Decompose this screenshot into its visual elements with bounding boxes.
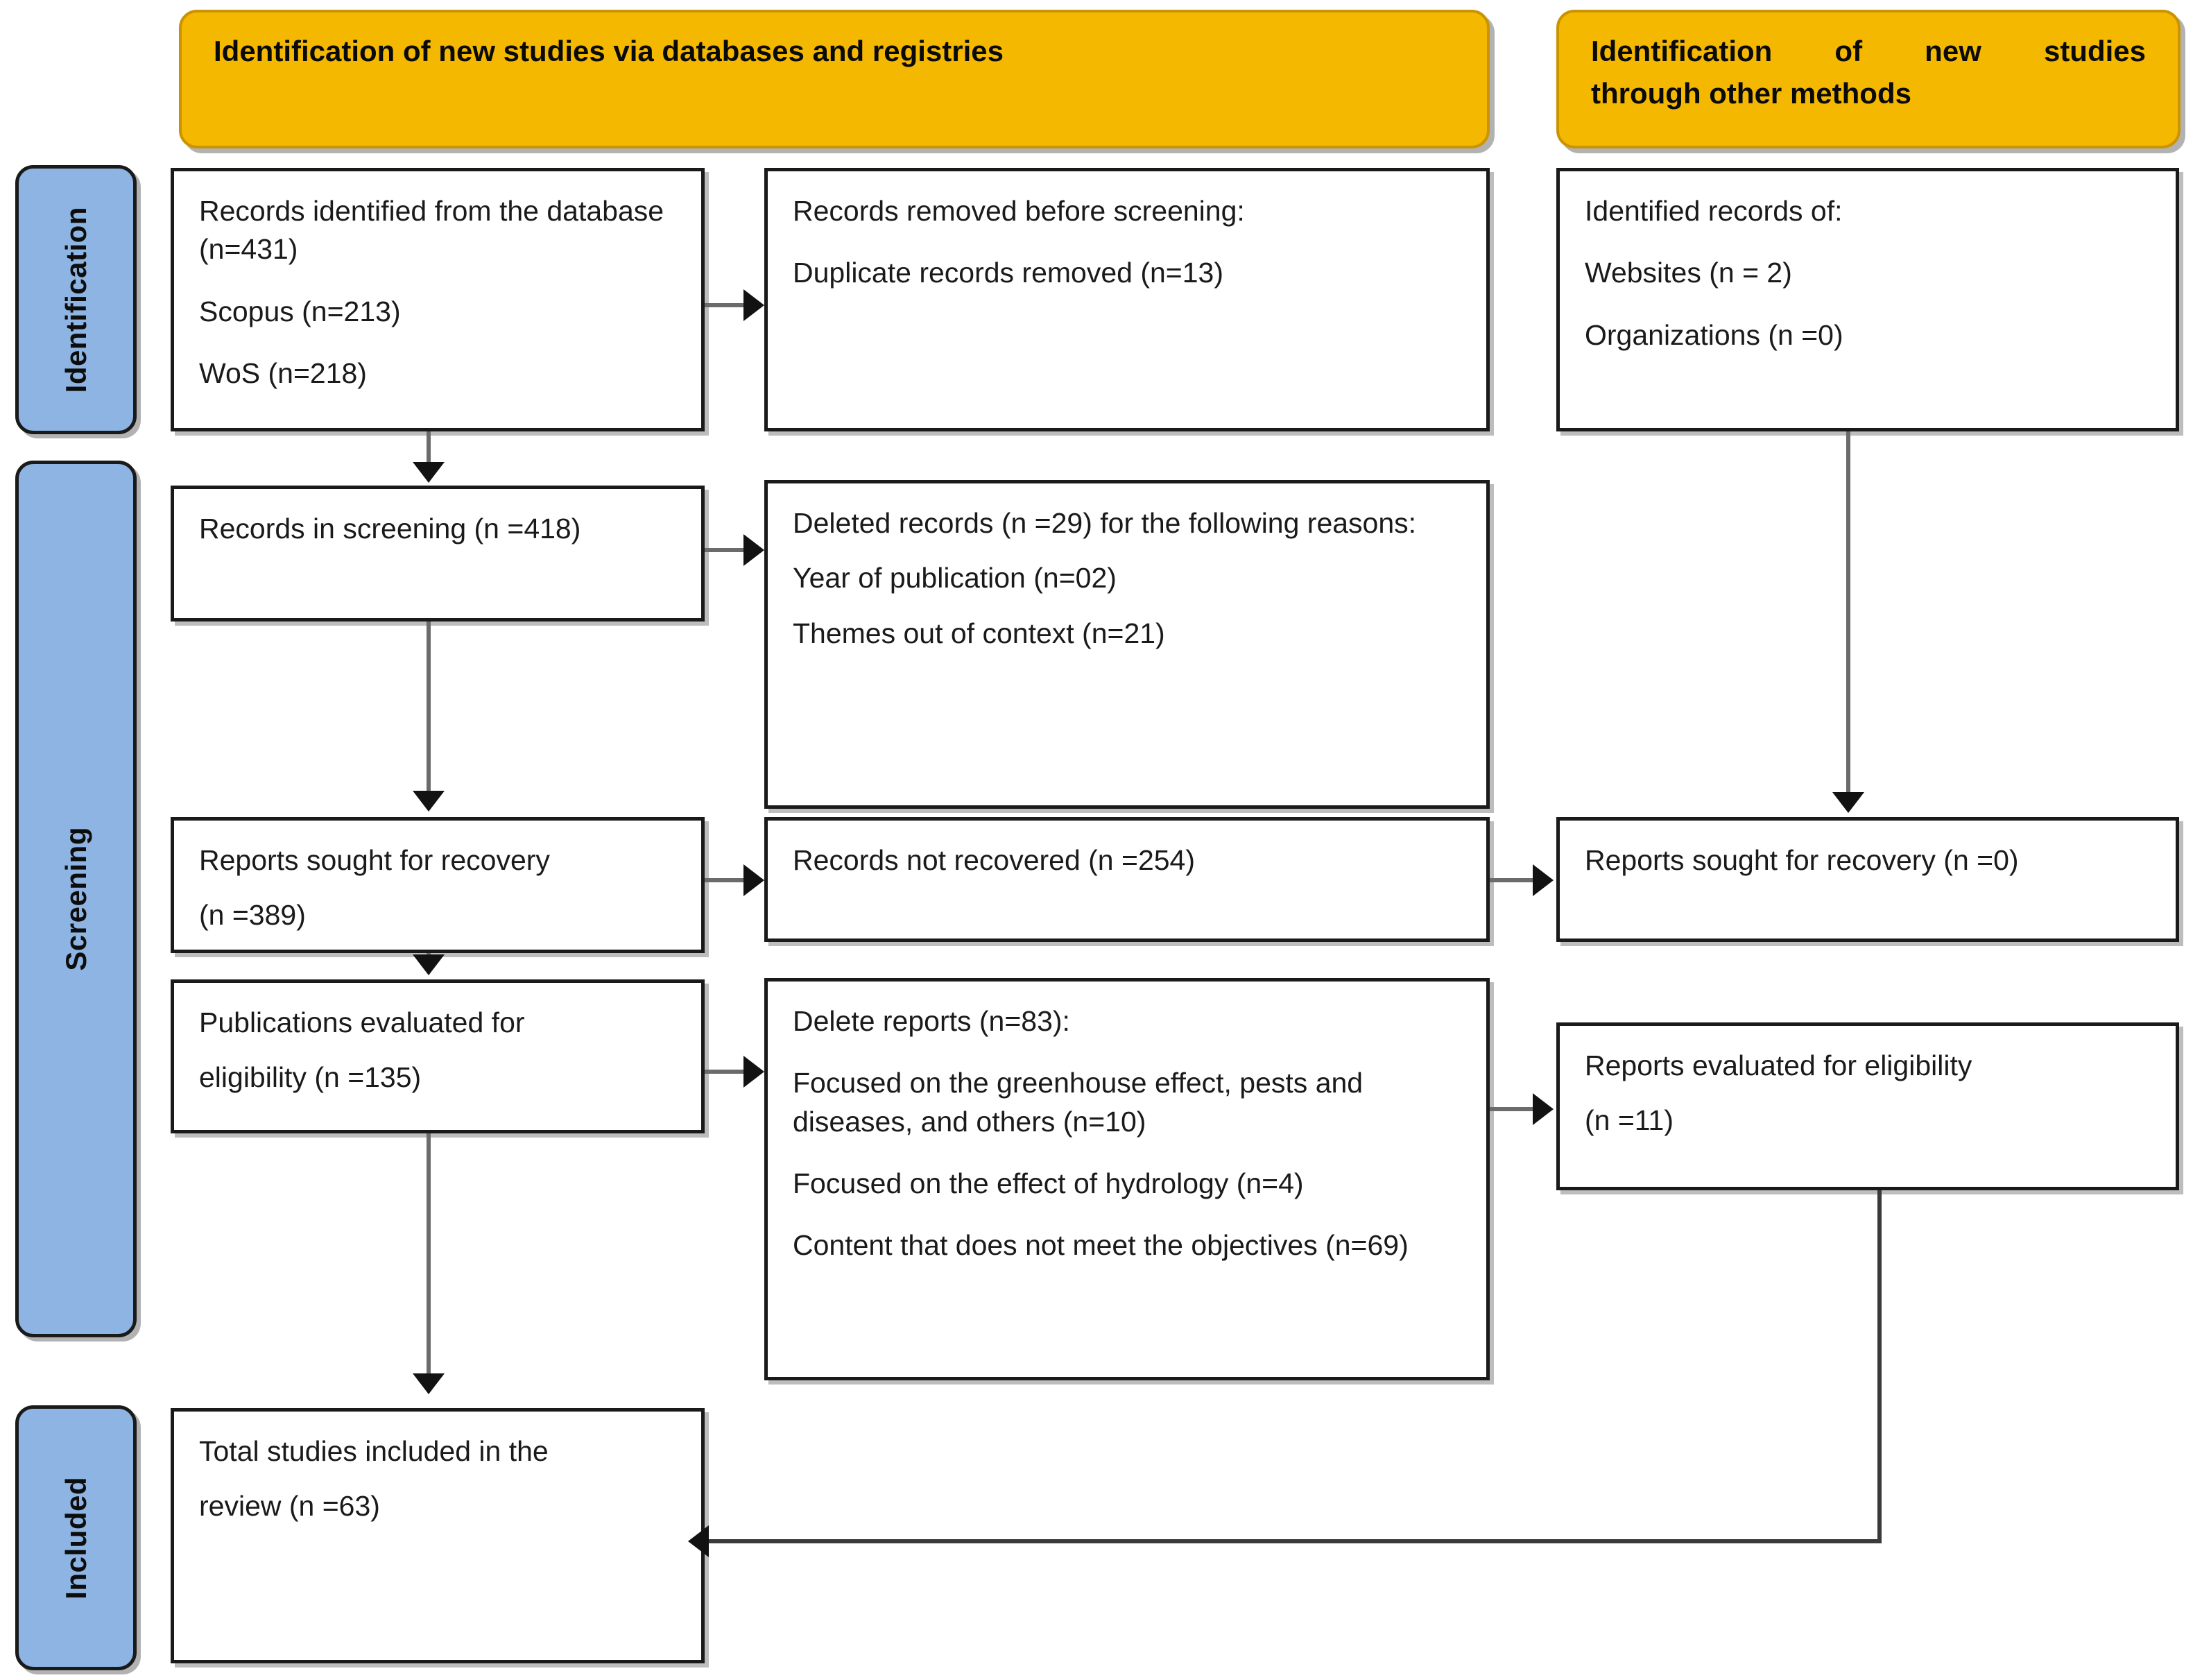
stage-band-included: Included [15, 1405, 137, 1670]
records-removed-line-1: Records removed before screening: [793, 195, 1245, 227]
arrowhead-identified-to-removed [743, 289, 764, 321]
box-total-included: Total studies included in the review (n … [171, 1408, 705, 1663]
box-publications-evaluated: Publications evaluated for eligibility (… [171, 979, 705, 1133]
connector-not-recovered-to-other-sought [1490, 878, 1536, 882]
records-screening-line-1: Records in screening (n =418) [199, 513, 581, 545]
records-identified-line-3: WoS (n=218) [199, 357, 367, 390]
reports-sought-line-1: Reports sought for recovery [199, 844, 550, 876]
connector-screening-to-deleted [705, 548, 748, 552]
arrowhead-publications-to-delete [743, 1056, 764, 1088]
publications-evaluated-line-1: Publications evaluated for [199, 1006, 525, 1038]
arrowhead-delete-to-other-evaluated [1533, 1093, 1554, 1125]
connector-screening-to-reports-sought [427, 622, 431, 792]
header-databases-label: Identification of new studies via databa… [214, 35, 1004, 67]
connector-other-identified-to-other-sought [1846, 431, 1850, 794]
box-records-identified: Records identified from the database (n=… [171, 168, 705, 431]
arrowhead-sought-to-not-recovered [743, 864, 764, 896]
box-reports-sought: Reports sought for recovery (n =389) [171, 817, 705, 953]
header-other-methods: Identification of new studies through ot… [1556, 10, 2181, 148]
box-records-in-screening: Records in screening (n =418) [171, 486, 705, 622]
delete-reports-line-1: Delete reports (n=83): [793, 1005, 1070, 1037]
box-identified-other-methods: Identified records of: Websites (n = 2) … [1556, 168, 2179, 431]
box-reports-evaluated-other: Reports evaluated for eligibility (n =11… [1556, 1022, 2179, 1190]
deleted-records-line-3: Themes out of context (n=21) [793, 617, 1165, 649]
arrowhead-sought-to-publications [413, 954, 445, 975]
box-records-not-recovered: Records not recovered (n =254) [764, 817, 1490, 942]
reports-evaluated-other-line-1: Reports evaluated for eligibility [1585, 1049, 1972, 1081]
arrowhead-screening-to-deleted [743, 534, 764, 566]
arrowhead-screening-to-reports-sought [413, 791, 445, 812]
total-included-line-2: review (n =63) [199, 1490, 380, 1523]
reports-sought-other-line-1: Reports sought for recovery (n =0) [1585, 844, 2019, 876]
header-other-methods-line2: through other methods [1591, 76, 1911, 110]
reports-sought-line-2: (n =389) [199, 899, 306, 932]
connector-identified-to-screening [427, 431, 431, 468]
arrowhead-other-identified-to-other-sought [1832, 792, 1864, 813]
records-removed-line-2: Duplicate records removed (n=13) [793, 257, 1223, 289]
header-other-methods-line1: Identification of new studies [1591, 35, 2146, 67]
reports-evaluated-other-line-2: (n =11) [1585, 1104, 1674, 1137]
connector-publications-to-delete [705, 1070, 748, 1074]
arrowhead-publications-to-total [413, 1373, 445, 1394]
records-identified-line-2: Scopus (n=213) [199, 295, 401, 327]
header-databases-registries: Identification of new studies via databa… [179, 10, 1490, 148]
publications-evaluated-line-2: eligibility (n =135) [199, 1061, 422, 1094]
arrowhead-not-recovered-to-other-sought [1533, 864, 1554, 896]
deleted-records-line-2: Year of publication (n=02) [793, 562, 1117, 594]
total-included-line-1: Total studies included in the [199, 1435, 549, 1467]
connector-other-evaluated-elbow-horizontal [709, 1539, 1882, 1543]
box-deleted-records: Deleted records (n =29) for the followin… [764, 480, 1490, 809]
records-not-recovered-line-1: Records not recovered (n =254) [793, 844, 1196, 876]
stage-band-screening: Screening [15, 461, 137, 1337]
connector-publications-to-total [427, 1133, 431, 1375]
delete-reports-line-4: Content that does not meet the objective… [793, 1229, 1409, 1262]
connector-identified-to-removed [705, 303, 748, 307]
box-reports-sought-other: Reports sought for recovery (n =0) [1556, 817, 2179, 942]
box-delete-reports: Delete reports (n=83): Focused on the gr… [764, 978, 1490, 1380]
stage-label-identification: Identification [59, 206, 92, 393]
identified-other-line-1: Identified records of: [1585, 195, 1843, 227]
delete-reports-line-3: Focused on the effect of hydrology (n=4) [793, 1167, 1304, 1200]
stage-label-included: Included [59, 1476, 92, 1600]
connector-other-evaluated-elbow-vertical [1877, 1190, 1882, 1541]
connector-delete-to-other-evaluated [1490, 1107, 1536, 1111]
arrowhead-identified-to-screening [413, 462, 445, 483]
arrowhead-other-evaluated-to-total [688, 1525, 709, 1557]
records-identified-line-1: Records identified from the database (n=… [199, 195, 664, 266]
connector-sought-to-not-recovered [705, 878, 748, 882]
identified-other-line-3: Organizations (n =0) [1585, 318, 1843, 351]
delete-reports-line-2: Focused on the greenhouse effect, pests … [793, 1067, 1364, 1138]
stage-label-screening: Screening [59, 827, 92, 971]
identified-other-line-2: Websites (n = 2) [1585, 257, 1792, 289]
box-records-removed: Records removed before screening: Duplic… [764, 168, 1490, 431]
deleted-records-line-1: Deleted records (n =29) for the followin… [793, 507, 1417, 539]
stage-band-identification: Identification [15, 165, 137, 434]
